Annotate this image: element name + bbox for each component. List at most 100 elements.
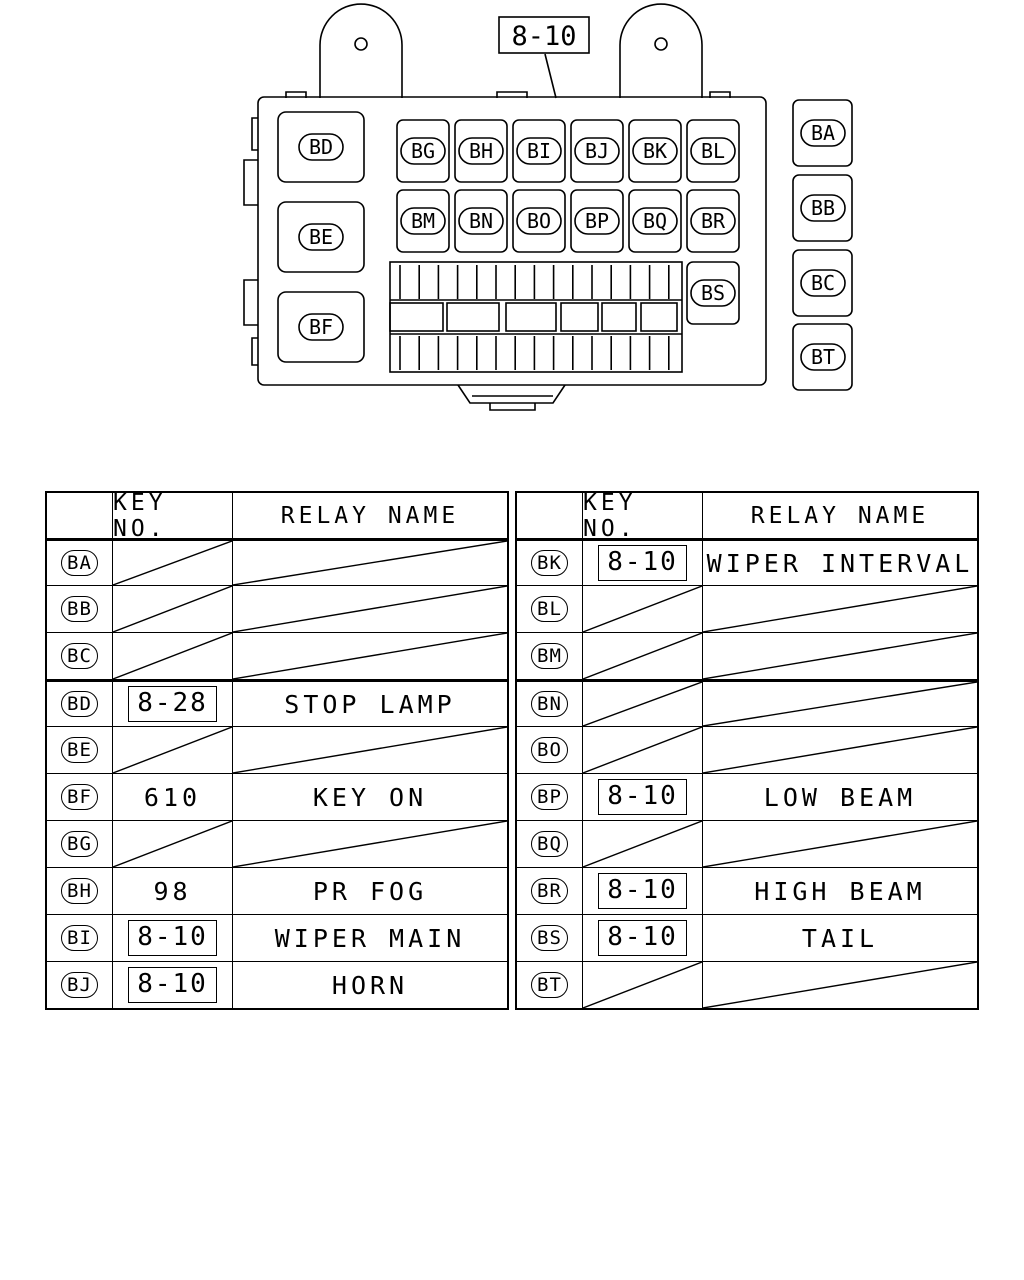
svg-text:BI: BI	[527, 139, 551, 163]
row-id-cell: BJ	[47, 962, 112, 1008]
row-id-cell: BS	[517, 915, 582, 961]
table-row: BQ	[517, 820, 977, 867]
socket-label-bq: BQ	[632, 207, 678, 235]
empty-slash	[583, 682, 702, 726]
row-id-cell: BF	[47, 774, 112, 820]
row-id-badge: BQ	[531, 831, 568, 857]
svg-text:BE: BE	[309, 225, 333, 249]
row-id-badge: BK	[531, 550, 568, 576]
left-mount-ear	[319, 3, 403, 98]
row-id-cell: BQ	[517, 821, 582, 867]
key-no-cell	[112, 821, 232, 867]
empty-slash	[113, 727, 232, 773]
socket-label-bt: BT	[800, 343, 846, 371]
row-id-badge: BG	[61, 831, 98, 857]
svg-text:BD: BD	[309, 135, 333, 159]
empty-slash	[233, 586, 507, 632]
relay-name-value: HIGH BEAM	[754, 876, 926, 906]
table-row: BM	[517, 632, 977, 679]
relay-name-value: STOP LAMP	[284, 689, 456, 719]
row-id-badge: BI	[61, 925, 98, 951]
header-relay-name: RELAY NAME	[232, 493, 507, 538]
relay-name-cell	[702, 962, 977, 1008]
empty-slash	[583, 727, 702, 773]
socket-label-bi: BI	[516, 137, 562, 165]
row-id-cell: BL	[517, 586, 582, 632]
socket-label-be: BE	[298, 223, 344, 251]
fuse-block	[389, 261, 683, 373]
table-row: BL	[517, 585, 977, 632]
key-no-cell	[582, 821, 702, 867]
socket-label-bo: BO	[516, 207, 562, 235]
socket-label-bm: BM	[400, 207, 446, 235]
svg-text:BG: BG	[411, 139, 435, 163]
row-id-cell: BG	[47, 821, 112, 867]
header-id	[517, 493, 582, 538]
key-no-cell	[112, 633, 232, 679]
empty-slash	[583, 633, 702, 679]
key-no-cell	[582, 633, 702, 679]
relay-name-value: TAIL	[801, 923, 879, 953]
table-header-row: KEY NO. RELAY NAME	[47, 490, 507, 542]
table-row: BB	[47, 585, 507, 632]
svg-text:BB: BB	[811, 196, 835, 220]
key-no-value: 98	[153, 876, 192, 906]
relay-name-cell: TAIL	[702, 915, 977, 961]
key-no-cell: 8-10	[112, 915, 232, 961]
header-key-no: KEY NO.	[112, 490, 232, 542]
row-id-badge: BC	[61, 643, 98, 669]
svg-text:BF: BF	[309, 315, 333, 339]
callout-box	[498, 16, 590, 54]
row-id-cell: BR	[517, 868, 582, 914]
svg-text:BR: BR	[701, 209, 726, 233]
relay-name-value: LOW BEAM	[763, 782, 917, 812]
socket-label-bf: BF	[298, 313, 344, 341]
relay-name-cell: PR FOG	[232, 868, 507, 914]
socket-label-bk: BK	[632, 137, 678, 165]
row-id-cell: BP	[517, 774, 582, 820]
relay-name-value: WIPER INTERVAL	[706, 548, 974, 578]
relay-name-value: HORN	[331, 970, 409, 1000]
relay-name-cell	[702, 682, 977, 726]
key-no-cell: 8-10	[582, 868, 702, 914]
empty-slash	[113, 821, 232, 867]
table-row: BA	[47, 538, 507, 585]
empty-slash	[233, 633, 507, 679]
socket-label-br: BR	[690, 207, 736, 235]
svg-text:BO: BO	[527, 209, 551, 233]
relay-name-cell: STOP LAMP	[232, 682, 507, 726]
empty-slash	[113, 633, 232, 679]
empty-slash	[583, 586, 702, 632]
empty-slash	[703, 682, 977, 726]
relay-name-cell: LOW BEAM	[702, 774, 977, 820]
header-id	[47, 493, 112, 538]
callout-leader	[544, 53, 557, 99]
empty-slash	[233, 821, 507, 867]
empty-slash	[583, 821, 702, 867]
row-id-badge: BE	[61, 737, 98, 763]
table-row: BG	[47, 820, 507, 867]
key-no-value: 8-10	[598, 873, 687, 909]
relay-name-cell	[702, 633, 977, 679]
svg-text:BN: BN	[469, 209, 493, 233]
row-id-cell: BT	[517, 962, 582, 1008]
row-id-badge: BL	[531, 596, 568, 622]
table-row: BN	[517, 679, 977, 726]
relay-name-cell: HORN	[232, 962, 507, 1008]
empty-slash	[703, 633, 977, 679]
key-no-value: 8-10	[598, 779, 687, 815]
svg-text:BC: BC	[811, 271, 835, 295]
relay-box-housing	[257, 96, 767, 386]
relay-name-cell	[232, 541, 507, 585]
svg-text:BQ: BQ	[643, 209, 667, 233]
relay-name-cell	[702, 821, 977, 867]
relay-name-cell	[232, 586, 507, 632]
socket-label-bc: BC	[800, 269, 846, 297]
row-id-badge: BT	[531, 972, 568, 998]
